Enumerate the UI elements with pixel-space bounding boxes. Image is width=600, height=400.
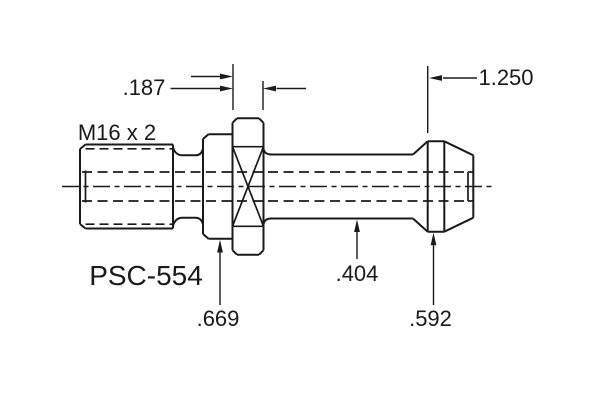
dim-value-shaft-dia: .404 xyxy=(336,261,379,286)
head-chamfer-bottom xyxy=(443,216,474,233)
flange-chamfer-bottom xyxy=(202,233,210,240)
dimension-head-length: 1.250 xyxy=(191,65,534,133)
neck-top xyxy=(172,147,204,157)
neck-section xyxy=(172,147,204,226)
head-section xyxy=(412,140,475,233)
head-cone-top xyxy=(412,140,429,156)
dimension-shaft-dia: .404 xyxy=(336,219,379,286)
arrowhead-up-icon xyxy=(430,232,437,246)
head-chamfer-top xyxy=(443,140,474,157)
dimension-flange-dia: .669 xyxy=(197,239,240,331)
shaft-bottom-edge xyxy=(262,217,413,225)
hex-flats-section xyxy=(231,117,265,256)
dimension-head-dia: .592 xyxy=(409,232,452,331)
thread-spec-label: M16 x 2 xyxy=(78,120,156,145)
through-hole-hidden-lines xyxy=(82,171,468,202)
arrowhead-left-icon xyxy=(429,75,442,81)
head-cone-bottom xyxy=(412,217,429,233)
part-number-label: PSC-554 xyxy=(89,260,203,291)
hex-chamfer-tl xyxy=(231,117,238,124)
hex-chamfer-bl xyxy=(231,249,238,256)
dim-value-head-length: 1.250 xyxy=(478,65,533,90)
hex-chamfer-tr xyxy=(258,117,265,124)
shaft-top-edge xyxy=(262,148,413,156)
thread-chamfer-top xyxy=(79,143,87,150)
arrowhead-right-icon xyxy=(220,85,233,92)
shaft-section xyxy=(262,148,413,225)
dim-value-hex-width: .187 xyxy=(123,75,166,100)
arrowhead-left-icon xyxy=(263,85,276,92)
thread-section xyxy=(79,143,174,230)
neck-bottom xyxy=(172,216,204,226)
flange-chamfer-top xyxy=(202,133,210,140)
arrowhead-up-icon xyxy=(354,219,360,232)
hex-chamfer-br xyxy=(258,249,265,256)
flange-section xyxy=(202,133,233,240)
dim-value-flange-dia: .669 xyxy=(197,306,240,331)
arrowhead-up-icon xyxy=(217,239,223,253)
arrowhead-right-icon xyxy=(220,73,233,80)
flat-x-mark-diagonal-2 xyxy=(231,146,265,227)
dimension-hex-width: .187 xyxy=(123,64,306,110)
dim-value-head-dia: .592 xyxy=(409,306,452,331)
thread-chamfer-bottom xyxy=(79,223,87,230)
